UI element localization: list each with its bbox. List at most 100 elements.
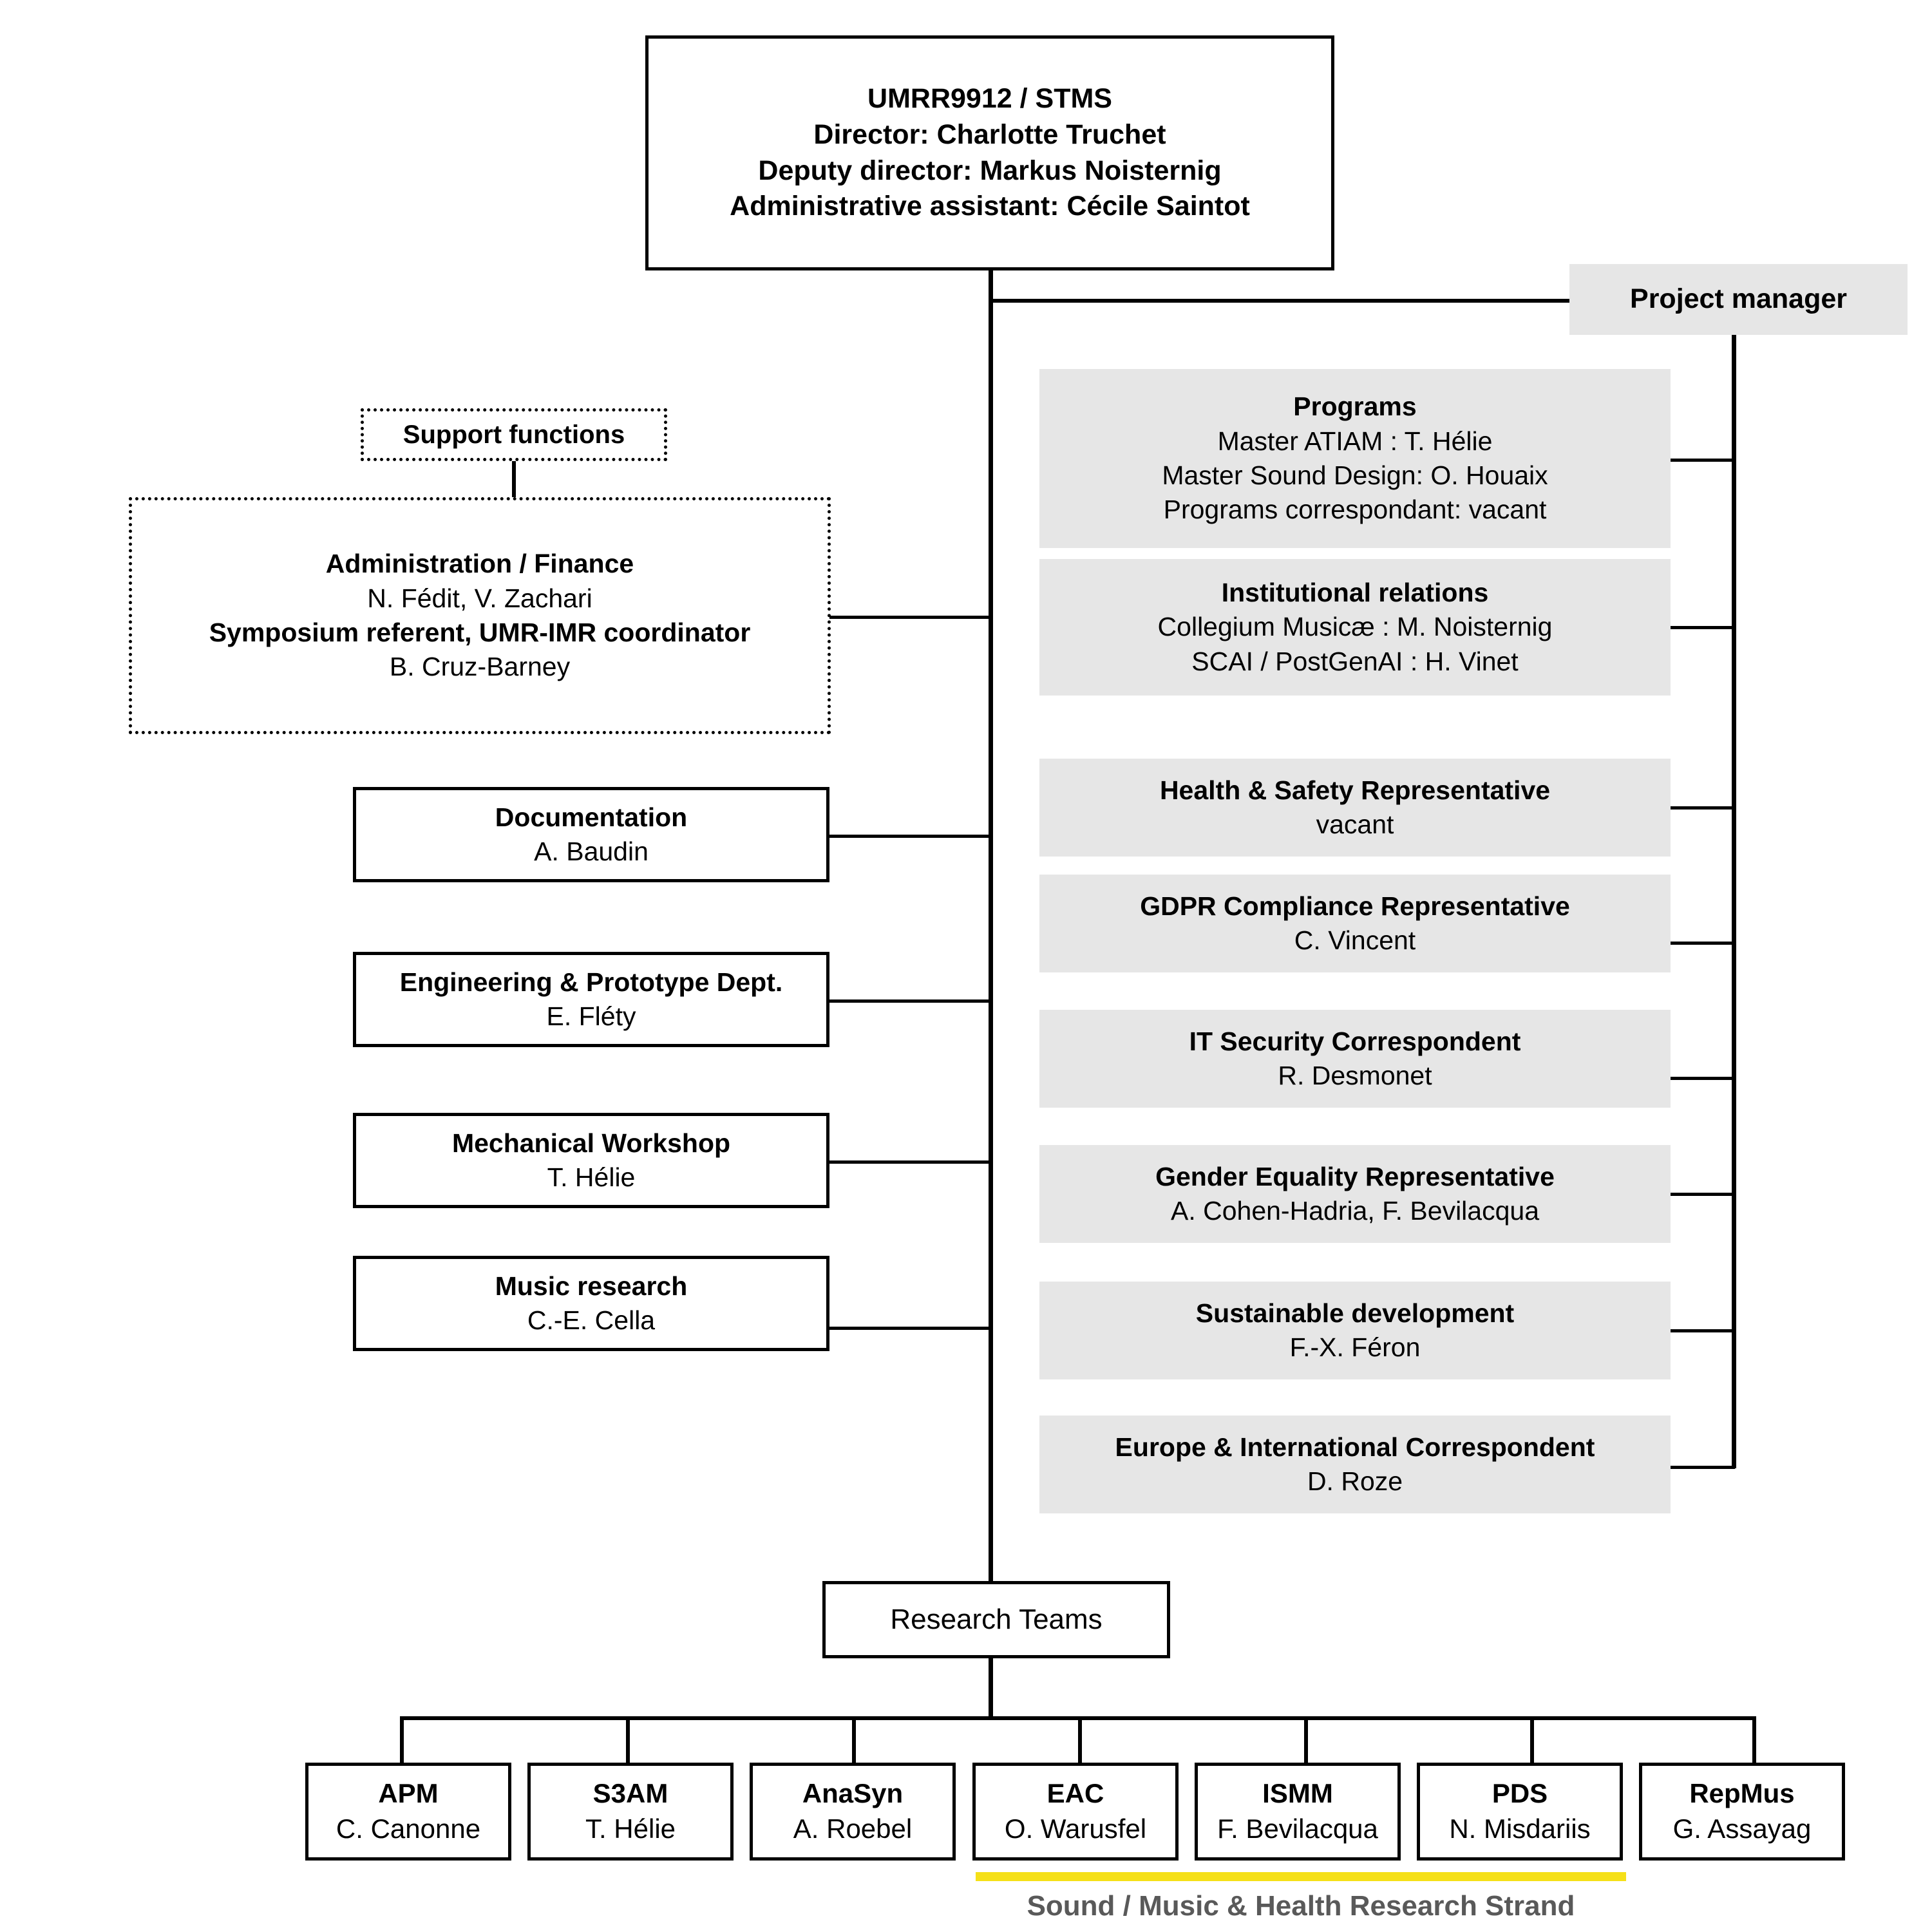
root-director: Director: Charlotte Truchet bbox=[813, 118, 1166, 150]
function-title: Gender Equality Representative bbox=[1155, 1161, 1555, 1191]
team-name: O. Warusfel bbox=[1004, 1814, 1147, 1844]
support-functions-label: Support functions bbox=[402, 421, 625, 449]
research-strand-bar bbox=[976, 1872, 1626, 1881]
admin-title: Administration / Finance bbox=[325, 549, 634, 579]
function-line: F.-X. Féron bbox=[1289, 1332, 1421, 1362]
connector-it-security-to-right-spine bbox=[1671, 1077, 1735, 1080]
research-teams-label: Research Teams bbox=[890, 1604, 1103, 1636]
connector-health-safety-to-right-spine bbox=[1671, 806, 1735, 810]
function-box-gender-equality: Gender Equality Representative A. Cohen-… bbox=[1039, 1145, 1671, 1243]
support-unit-name: A. Baudin bbox=[534, 837, 649, 866]
team-box-apm: APM C. Canonne bbox=[305, 1763, 511, 1861]
admin-title-2: Symposium referent, UMR-IMR coordinator bbox=[209, 618, 751, 647]
team-name: T. Hélie bbox=[585, 1814, 676, 1844]
support-unit-music-research: Music research C.-E. Cella bbox=[353, 1256, 829, 1351]
function-line: vacant bbox=[1316, 810, 1394, 839]
connector-documentation-to-spine bbox=[828, 835, 992, 838]
team-name: C. Canonne bbox=[336, 1814, 481, 1844]
function-line: Master ATIAM : T. Hélie bbox=[1217, 426, 1493, 456]
team-title: APM bbox=[378, 1778, 439, 1809]
root-title: UMRR9912 / STMS bbox=[867, 82, 1112, 114]
connector-team-drop-anasyn bbox=[852, 1716, 856, 1792]
function-box-europe-international: Europe & International Correspondent D. … bbox=[1039, 1416, 1671, 1513]
support-unit-title: Mechanical Workshop bbox=[451, 1128, 731, 1158]
function-line: A. Cohen-Hadria, F. Bevilacqua bbox=[1170, 1196, 1540, 1226]
connector-admin-to-spine bbox=[829, 616, 992, 619]
support-unit-mechanical-workshop: Mechanical Workshop T. Hélie bbox=[353, 1113, 829, 1208]
connector-team-drop-repmus bbox=[1752, 1716, 1756, 1792]
root-box: UMRR9912 / STMS Director: Charlotte Truc… bbox=[645, 35, 1334, 270]
team-title: PDS bbox=[1492, 1778, 1548, 1809]
function-box-gdpr-compliance: GDPR Compliance Representative C. Vincen… bbox=[1039, 875, 1671, 972]
admin-names-2: B. Cruz-Barney bbox=[389, 652, 571, 682]
function-line: Collegium Musicæ : M. Noisternig bbox=[1157, 612, 1553, 642]
function-box-sustainable-development: Sustainable development F.-X. Féron bbox=[1039, 1282, 1671, 1379]
admin-names: N. Fédit, V. Zachari bbox=[367, 583, 592, 613]
team-name: F. Bevilacqua bbox=[1217, 1814, 1378, 1844]
team-box-s3am: S3AM T. Hélie bbox=[527, 1763, 734, 1861]
connector-support-to-admin bbox=[512, 461, 516, 498]
function-line: C. Vincent bbox=[1294, 925, 1416, 955]
support-unit-name: C.-E. Cella bbox=[527, 1305, 656, 1335]
function-box-it-security: IT Security Correspondent R. Desmonet bbox=[1039, 1010, 1671, 1108]
team-title: RepMus bbox=[1689, 1778, 1795, 1809]
team-box-ismm: ISMM F. Bevilacqua bbox=[1195, 1763, 1401, 1861]
connector-team-drop-apm bbox=[400, 1716, 404, 1792]
support-unit-title: Music research bbox=[495, 1271, 688, 1301]
function-line: D. Roze bbox=[1307, 1466, 1403, 1496]
connector-team-drop-eac bbox=[1078, 1716, 1082, 1792]
team-name: G. Assayag bbox=[1672, 1814, 1812, 1844]
function-line: Master Sound Design: O. Houaix bbox=[1162, 460, 1548, 490]
function-title: Health & Safety Representative bbox=[1159, 775, 1551, 805]
team-box-repmus: RepMus G. Assayag bbox=[1639, 1763, 1845, 1861]
support-unit-title: Engineering & Prototype Dept. bbox=[399, 967, 783, 997]
support-unit-documentation: Documentation A. Baudin bbox=[353, 787, 829, 882]
spine-right bbox=[1732, 335, 1736, 1468]
connector-research-teams-down bbox=[989, 1658, 993, 1719]
function-line: Programs correspondant: vacant bbox=[1163, 495, 1547, 525]
connector-gender-equality-to-right-spine bbox=[1671, 1193, 1735, 1196]
team-box-pds: PDS N. Misdariis bbox=[1417, 1763, 1623, 1861]
support-unit-title: Documentation bbox=[495, 802, 688, 832]
connector-institutional-to-right-spine bbox=[1671, 626, 1735, 629]
function-line: SCAI / PostGenAI : H. Vinet bbox=[1191, 646, 1519, 676]
connector-europe-to-right-spine bbox=[1671, 1466, 1735, 1469]
administration-finance-box: Administration / Finance N. Fédit, V. Za… bbox=[129, 497, 831, 734]
connector-gdpr-to-right-spine bbox=[1671, 942, 1735, 945]
connector-root-to-project-manager bbox=[989, 299, 1697, 303]
root-deputy-director: Deputy director: Markus Noisternig bbox=[758, 155, 1222, 186]
support-unit-engineering-prototype: Engineering & Prototype Dept. E. Fléty bbox=[353, 952, 829, 1047]
team-name: N. Misdariis bbox=[1449, 1814, 1591, 1844]
root-admin-assistant: Administrative assistant: Cécile Saintot bbox=[730, 191, 1250, 222]
support-unit-name: E. Fléty bbox=[546, 1001, 636, 1031]
connector-mechanical-to-spine bbox=[828, 1160, 992, 1164]
research-strand-label: Sound / Music & Health Research Strand bbox=[1027, 1890, 1575, 1922]
team-box-eac: EAC O. Warusfel bbox=[972, 1763, 1179, 1861]
function-title: Programs bbox=[1293, 392, 1417, 422]
function-title: Institutional relations bbox=[1221, 578, 1489, 608]
function-title: GDPR Compliance Representative bbox=[1140, 891, 1570, 921]
function-title: Europe & International Correspondent bbox=[1115, 1432, 1595, 1462]
team-name: A. Roebel bbox=[793, 1814, 913, 1844]
function-title: IT Security Correspondent bbox=[1189, 1026, 1521, 1056]
function-title: Sustainable development bbox=[1195, 1298, 1515, 1328]
project-manager-box: Project manager bbox=[1569, 264, 1908, 335]
function-box-institutional-relations: Institutional relations Collegium Musicæ… bbox=[1039, 559, 1671, 696]
connector-team-drop-ismm bbox=[1304, 1716, 1308, 1792]
connector-programs-to-right-spine bbox=[1671, 459, 1735, 462]
team-title: AnaSyn bbox=[802, 1778, 904, 1809]
support-unit-name: T. Hélie bbox=[547, 1162, 636, 1192]
connector-music-research-to-spine bbox=[828, 1327, 992, 1330]
project-manager-label: Project manager bbox=[1630, 283, 1847, 315]
team-title: ISMM bbox=[1262, 1778, 1333, 1809]
function-box-health-safety: Health & Safety Representative vacant bbox=[1039, 759, 1671, 857]
support-functions-box: Support functions bbox=[361, 408, 667, 461]
spine-main bbox=[989, 270, 993, 1584]
team-title: EAC bbox=[1046, 1778, 1104, 1809]
team-title: S3AM bbox=[592, 1778, 668, 1809]
research-teams-box: Research Teams bbox=[822, 1581, 1170, 1658]
connector-team-drop-pds bbox=[1530, 1716, 1534, 1792]
connector-sustainable-to-right-spine bbox=[1671, 1329, 1735, 1332]
team-box-anasyn: AnaSyn A. Roebel bbox=[750, 1763, 956, 1861]
